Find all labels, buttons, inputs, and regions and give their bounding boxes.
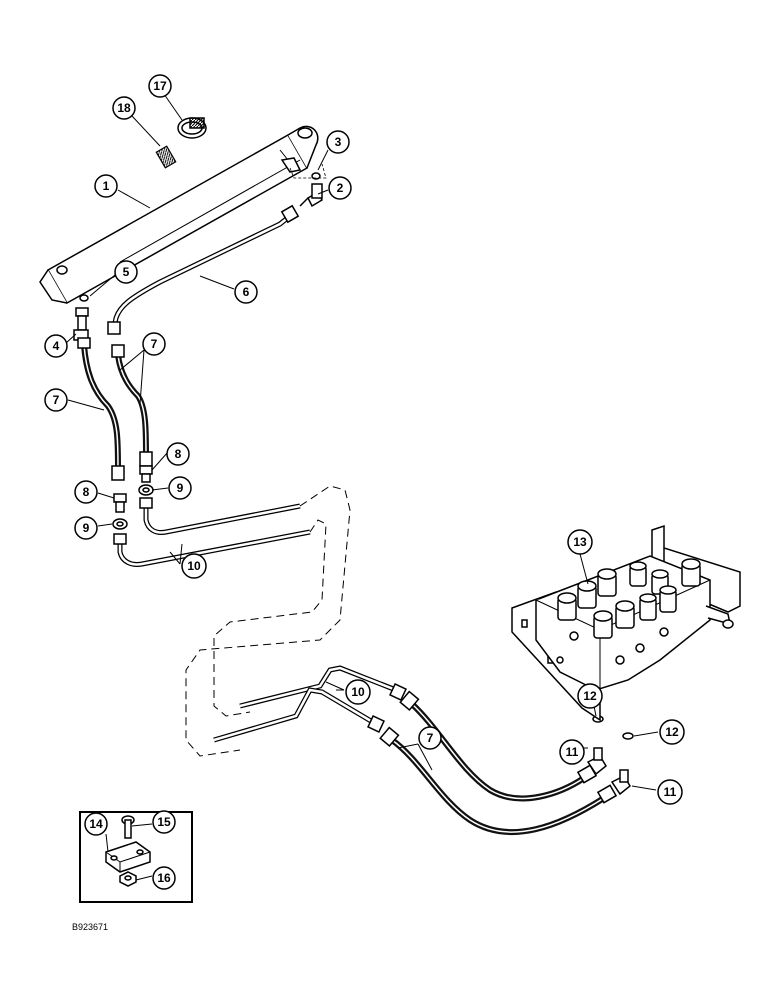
- hose-end: [596, 784, 618, 804]
- callout-label: 11: [566, 745, 579, 759]
- clamp-bolt: [155, 145, 177, 169]
- callout-12: 12: [659, 719, 685, 745]
- hose-end: [399, 690, 420, 712]
- adapter-fitting: [73, 307, 89, 341]
- tube-nut: [139, 497, 153, 509]
- callout-7: 7: [418, 726, 442, 750]
- callout-label: 7: [427, 731, 434, 745]
- callout-label: 9: [83, 521, 90, 535]
- callout-label: 10: [187, 559, 201, 573]
- callout-11: 11: [559, 739, 585, 765]
- hose-end: [379, 726, 400, 748]
- callout-8: 8: [166, 442, 190, 466]
- tube-nut: [389, 683, 407, 701]
- inset-frame: [79, 811, 193, 903]
- hydraulic-hose-left-a: [81, 344, 121, 471]
- callout-14: 14: [84, 812, 108, 836]
- clamp-block: [105, 841, 151, 873]
- callout-17: 17: [148, 74, 172, 98]
- routing-outline: [185, 485, 351, 757]
- callout-10: 10: [345, 679, 371, 705]
- callout-11: 11: [657, 779, 683, 805]
- callout-label: 11: [664, 785, 677, 799]
- elbow-fitting-valve: [586, 747, 631, 796]
- callout-8: 8: [74, 480, 98, 504]
- callout-16: 16: [152, 866, 176, 890]
- callout-label: 1: [103, 179, 110, 193]
- callout-label: 7: [53, 393, 60, 407]
- callout-label: 3: [335, 135, 342, 149]
- callout-7: 7: [44, 388, 68, 412]
- cap-screw: [121, 815, 135, 839]
- callout-label: 14: [89, 817, 103, 831]
- callout-3: 3: [326, 130, 350, 154]
- hydraulic-cylinder: [39, 125, 319, 305]
- control-valve: [511, 524, 741, 722]
- hydraulic-hose-left-b: [115, 354, 149, 457]
- leader-lines: [65, 93, 659, 881]
- lock-nut: [119, 871, 137, 887]
- solenoid-coils: [557, 558, 701, 639]
- hydraulic-hose-lower-b: [390, 737, 606, 836]
- callout-label: 16: [157, 871, 171, 885]
- jam-nut: [112, 484, 154, 530]
- callout-10: 10: [181, 553, 207, 579]
- callout-label: 12: [665, 725, 679, 739]
- callout-label: 7: [151, 337, 158, 351]
- hydraulic-hose-lower-a: [409, 701, 586, 802]
- callout-4: 4: [44, 334, 68, 358]
- callout-label: 9: [177, 481, 184, 495]
- steel-tube-lower: [213, 665, 397, 743]
- hose-clamp: [177, 117, 207, 139]
- callout-label: 6: [243, 285, 250, 299]
- callout-5: 5: [114, 260, 138, 284]
- callout-15: 15: [152, 810, 176, 834]
- callout-2: 2: [328, 176, 352, 200]
- callout-label: 13: [573, 535, 587, 549]
- hose-end: [139, 451, 153, 467]
- tube-nut: [107, 321, 121, 335]
- figure-id: B923671: [72, 922, 109, 932]
- o-ring: [622, 732, 634, 740]
- hose-end: [77, 337, 91, 349]
- callout-7: 7: [142, 332, 166, 356]
- callout-12: 12: [577, 683, 603, 709]
- callout-label: 5: [123, 265, 130, 279]
- callout-label: 8: [83, 485, 90, 499]
- callout-13: 13: [567, 529, 593, 555]
- steel-tube: [111, 204, 300, 329]
- callout-18: 18: [112, 96, 136, 120]
- callout-label: 17: [153, 79, 167, 93]
- callout-9: 9: [74, 516, 98, 540]
- callout-9: 9: [168, 476, 192, 500]
- hose-end: [111, 465, 125, 481]
- callout-label: 2: [337, 181, 344, 195]
- callout-label: 15: [157, 815, 171, 829]
- o-ring: [79, 294, 89, 302]
- tube-nut: [113, 533, 127, 545]
- elbow-fitting: [299, 183, 323, 208]
- callout-label: 8: [175, 447, 182, 461]
- callout-label: 10: [351, 685, 365, 699]
- o-ring: [311, 172, 321, 180]
- callout-6: 6: [234, 280, 258, 304]
- dashed-guide: [289, 163, 327, 179]
- steel-tube-upper: [117, 500, 311, 567]
- callout-label: 12: [583, 689, 597, 703]
- callout-1: 1: [94, 174, 118, 198]
- hose-end: [111, 344, 125, 358]
- callout-label: 18: [117, 101, 131, 115]
- callout-label: 4: [53, 339, 60, 353]
- tube-nut: [367, 715, 385, 733]
